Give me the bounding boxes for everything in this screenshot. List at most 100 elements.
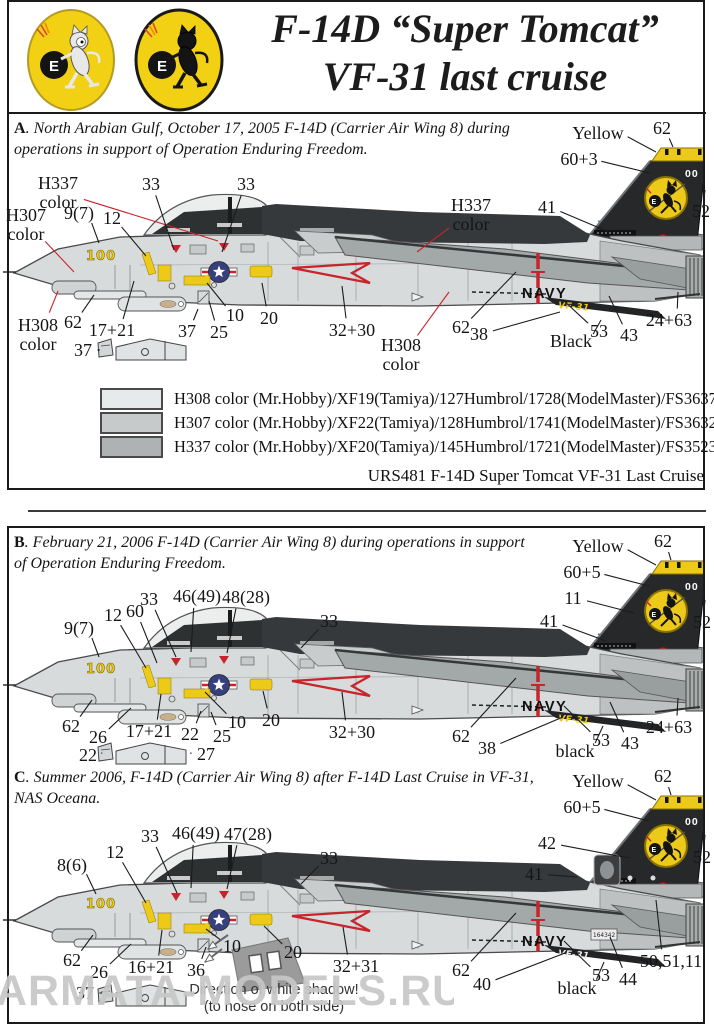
leader-line: [49, 291, 58, 313]
svg-text:E: E: [157, 58, 167, 75]
callout-label: 41: [525, 864, 543, 884]
callout-label: 60+5: [563, 797, 600, 817]
color-swatch-h308: [100, 388, 163, 410]
callout-label: 37: [76, 983, 94, 1003]
callout-label: 32+30: [329, 722, 375, 742]
section-b-caption: B. February 21, 2006 F-14D (Carrier Air …: [14, 532, 534, 574]
callout-label: 62: [654, 531, 672, 551]
leader-line: [495, 953, 565, 980]
callout-label: H307color: [6, 205, 46, 244]
svg-text:E: E: [49, 58, 59, 75]
color-swatch-h307: [100, 412, 163, 434]
callout-label: 26: [89, 727, 107, 747]
callout-label: 60+3: [560, 149, 597, 169]
callout-label: 42: [538, 833, 556, 853]
callout-label: 52: [693, 612, 711, 632]
callout-label: 11: [564, 588, 581, 608]
svg-text:100: 100: [86, 249, 116, 264]
callout-label: 62: [452, 317, 470, 337]
callout-label: 12: [104, 605, 122, 625]
callout-label: 38: [478, 738, 496, 758]
svg-text:100: 100: [86, 662, 116, 677]
callout-label: 53: [592, 965, 610, 985]
callout-label: 62: [654, 766, 672, 786]
callout-label: Yellow: [572, 123, 623, 143]
callout-label: 33: [237, 174, 255, 194]
callout-label: 25: [210, 322, 228, 342]
note-line-2: (to nose on both side): [146, 999, 402, 1016]
callout-label: 17+21: [89, 320, 135, 340]
callout-label: 20: [260, 308, 278, 328]
callout-label: 10: [226, 305, 244, 325]
shadow-direction-note: Direction of white shadow! (to nose on b…: [146, 982, 402, 1016]
callout-label: 17+21: [126, 721, 172, 741]
callout-label: black: [558, 978, 597, 998]
vf31-badge-dark: E: [136, 10, 222, 110]
callout-label: 41: [538, 197, 556, 217]
paint-row-h307: H307 color (Mr.Hobby)/XF22(Tamiya)/128Hu…: [100, 412, 714, 434]
leader-line: [669, 787, 671, 795]
callout-label: 52: [693, 847, 711, 867]
leader-line: [500, 717, 563, 743]
callout-label: 62: [62, 716, 80, 736]
callout-label: 62: [63, 950, 81, 970]
callout-label: 50,51,11: [640, 951, 702, 971]
callout-label: 40: [473, 974, 491, 994]
paint-row-text: H337 color (Mr.Hobby)/XF20(Tamiya)/145Hu…: [174, 437, 714, 457]
note-line-1: Direction of white shadow!: [146, 982, 402, 999]
callout-label: 33: [320, 611, 338, 631]
svg-text:100: 100: [86, 897, 116, 912]
color-swatch-h337: [100, 436, 163, 458]
leader-line: [628, 550, 656, 565]
leader-line: [677, 292, 678, 309]
callout-label: 48(28): [222, 587, 270, 608]
section-a-label: A: [14, 120, 26, 137]
callout-label: 62: [653, 118, 671, 138]
leader-line: [628, 137, 656, 152]
callout-label: 20: [284, 942, 302, 962]
callout-label: 33: [140, 589, 158, 609]
paint-row-text: H308 color (Mr.Hobby)/XF19(Tamiya)/127Hu…: [174, 389, 714, 409]
product-code: URS481 F-14D Super Tomcat VF-31 Last Cru…: [0, 466, 704, 486]
callout-label: 53: [592, 730, 610, 750]
svg-text:E: E: [652, 612, 657, 619]
callout-label: 32+30: [329, 320, 375, 340]
svg-text:00: 00: [685, 168, 699, 180]
callout-label: 62: [452, 726, 470, 746]
panel-divider-line: [28, 510, 706, 512]
callout-label: 33: [320, 848, 338, 868]
leader-line: [628, 785, 656, 800]
vf31-badge-light: E: [28, 10, 114, 110]
callout-label: 22: [181, 724, 199, 744]
callout-label: 37: [178, 321, 196, 341]
callout-label: 24+63: [646, 717, 692, 737]
callout-label: 33: [142, 174, 160, 194]
section-b-text: February 21, 2006 F-14D (Carrier Air Win…: [14, 534, 525, 572]
callout-label: Black: [550, 331, 592, 351]
callout-label: 8(6): [57, 855, 87, 876]
callout-label: 16+21: [128, 957, 174, 977]
callout-label: 62: [452, 960, 470, 980]
callout-label: 10: [223, 936, 241, 956]
svg-text:VF-31: VF-31: [558, 301, 590, 314]
callout-label: 53: [590, 321, 608, 341]
callout-label: 62: [64, 312, 82, 332]
svg-text:E: E: [652, 199, 657, 206]
callout-label: 38: [470, 324, 488, 344]
callout-label: 41: [540, 611, 558, 631]
callout-label: 22: [79, 745, 97, 765]
svg-text:164342: 164342: [593, 933, 615, 939]
callout-label: H308color: [18, 315, 58, 354]
callout-label: Yellow: [572, 771, 623, 791]
callout-label: H308color: [381, 335, 421, 374]
svg-text:00: 00: [685, 581, 699, 593]
callout-label: 9(7): [64, 618, 94, 639]
section-a-caption: A. North Arabian Gulf, October 17, 2005 …: [14, 118, 534, 160]
section-a-text: North Arabian Gulf, October 17, 2005 F-1…: [14, 120, 510, 158]
callout-label: 52: [692, 201, 710, 221]
callout-label: 12: [106, 842, 124, 862]
callout-label: Yellow: [572, 536, 623, 556]
callout-label: 12: [103, 208, 121, 228]
paint-row-text: H307 color (Mr.Hobby)/XF22(Tamiya)/128Hu…: [174, 413, 714, 433]
